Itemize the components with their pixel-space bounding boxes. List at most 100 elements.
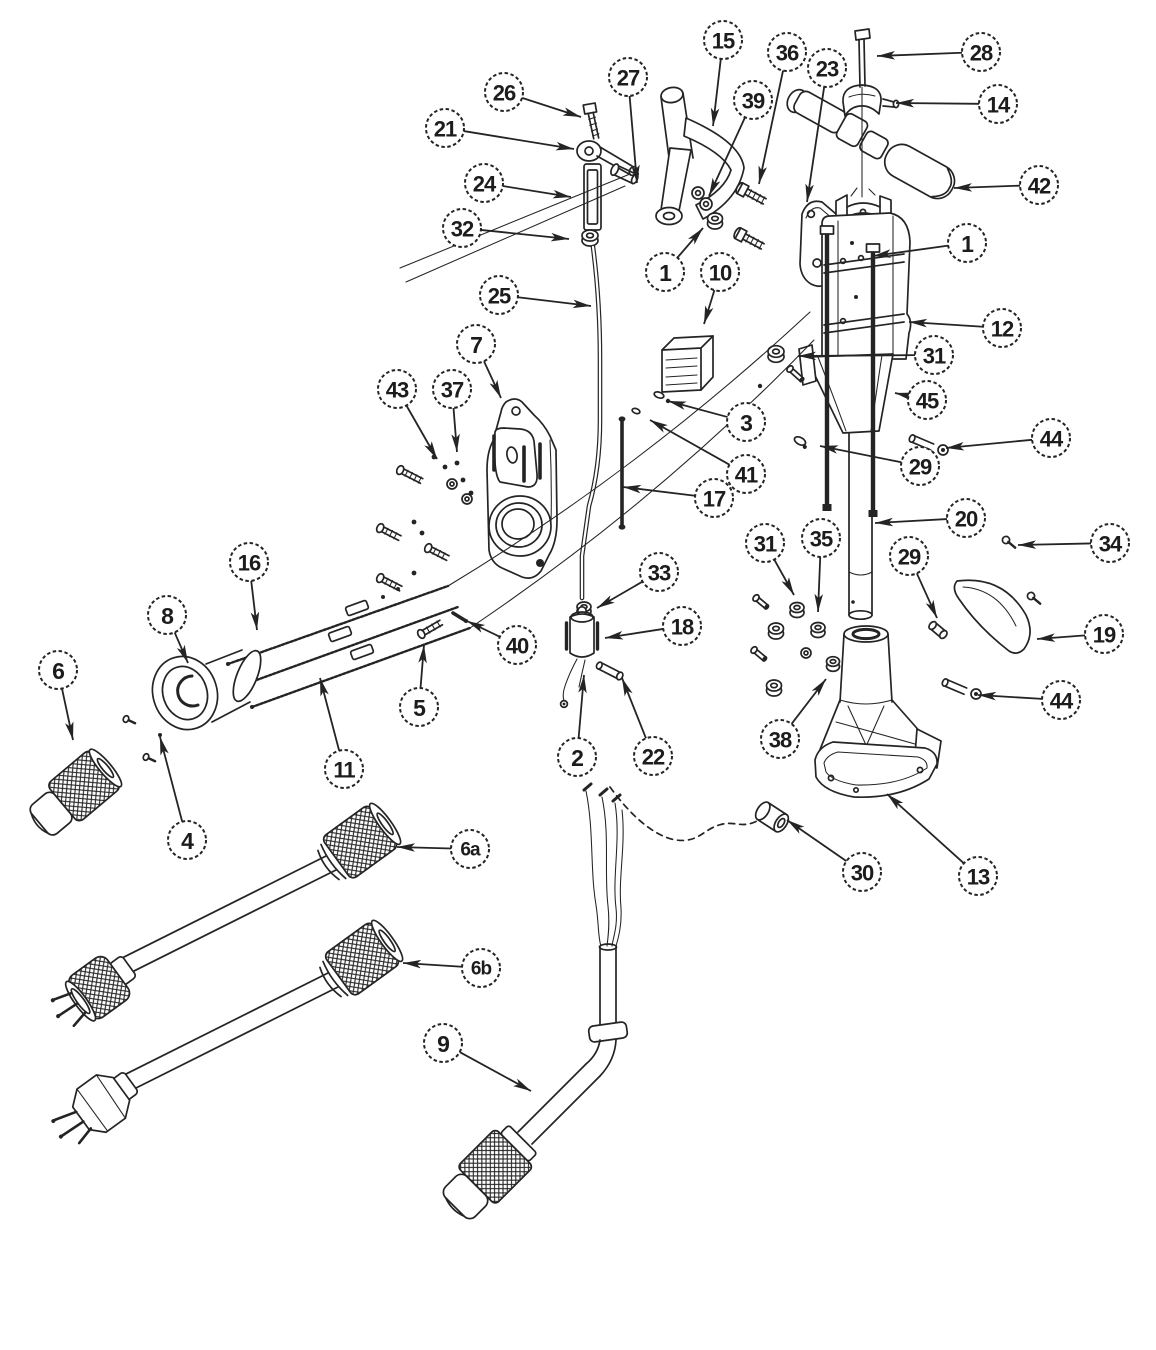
callout-balloon-45 xyxy=(907,380,947,420)
callout-leader-1 xyxy=(872,244,949,258)
callout-number-28: 28 xyxy=(970,41,993,66)
part-lower-tube xyxy=(848,432,873,621)
part-bolt-28 xyxy=(854,28,871,198)
part-link-rod xyxy=(618,391,671,530)
callout-leader-15 xyxy=(710,58,722,127)
callout-balloon-27 xyxy=(608,57,648,97)
callout-balloon-15 xyxy=(703,20,743,60)
part-mast-column xyxy=(821,212,912,360)
part-base-housing xyxy=(814,625,942,799)
callout-balloon-28 xyxy=(961,32,1001,72)
callout-leader-6a xyxy=(396,843,452,852)
callout-number-24: 24 xyxy=(473,172,497,197)
part-mount-bolts xyxy=(733,181,767,250)
callout-leader-19 xyxy=(1036,633,1086,642)
callout-leader-13 xyxy=(886,793,965,864)
callout-leader-36 xyxy=(758,70,784,185)
callout-balloon-12 xyxy=(982,308,1022,348)
callout-balloon-31 xyxy=(914,335,954,375)
callout-leader-34 xyxy=(1017,540,1092,549)
callout-balloon-11 xyxy=(324,749,364,789)
callout-number-37: 37 xyxy=(441,378,464,403)
callout-leader-24 xyxy=(502,185,572,199)
callout-balloon-13 xyxy=(958,856,998,896)
callout-balloon-1 xyxy=(947,223,987,263)
callout-leader-44 xyxy=(977,691,1043,701)
callout-number-34: 34 xyxy=(1099,532,1123,557)
callout-number-6b: 6b xyxy=(471,959,492,980)
callout-number-22: 22 xyxy=(642,745,665,770)
callout-number-32: 32 xyxy=(451,217,474,242)
callout-leader-7 xyxy=(483,360,502,399)
callout-leader-20 xyxy=(874,517,948,527)
callout-balloon-7 xyxy=(456,324,496,364)
callout-balloon-26 xyxy=(484,72,524,112)
callout-leader-9 xyxy=(459,1051,532,1092)
part-cable-assembly xyxy=(442,782,629,1220)
callout-balloon-6 xyxy=(38,650,78,690)
callout-leader-21 xyxy=(463,130,575,151)
callout-balloon-8 xyxy=(147,595,187,635)
callout-leader-5 xyxy=(418,644,427,689)
callout-number-14: 14 xyxy=(987,93,1011,118)
callout-balloon-37 xyxy=(432,369,472,409)
part-bushing xyxy=(754,801,790,833)
callout-leader-30 xyxy=(786,819,847,862)
callout-number-3: 3 xyxy=(740,410,752,436)
callout-leader-26 xyxy=(521,97,582,118)
callout-leader-45 xyxy=(894,392,914,402)
callout-balloon-31 xyxy=(745,523,785,563)
callout-leader-41 xyxy=(649,419,730,466)
part-actuator-rod xyxy=(576,102,639,601)
callout-number-35: 35 xyxy=(810,527,833,552)
callout-number-30: 30 xyxy=(851,861,874,886)
callout-number-33: 33 xyxy=(648,561,671,586)
part-connector-6 xyxy=(29,748,123,836)
callout-leader-40 xyxy=(466,620,501,638)
callout-balloon-14 xyxy=(978,84,1018,124)
callout-leader-6 xyxy=(61,688,74,741)
callout-number-27: 27 xyxy=(617,66,640,91)
callout-balloon-19 xyxy=(1084,614,1124,654)
callout-balloon-21 xyxy=(425,108,465,148)
part-screws-34 xyxy=(1001,535,1042,605)
callout-balloon-22 xyxy=(633,736,673,776)
callout-leader-39 xyxy=(708,116,746,197)
part-control-box xyxy=(661,335,714,393)
callout-leader-14 xyxy=(895,98,980,108)
callout-balloon-35 xyxy=(801,518,841,558)
callout-balloon-34 xyxy=(1090,523,1130,563)
callout-balloon-36 xyxy=(767,32,807,72)
callout-leader-43 xyxy=(405,405,438,460)
callout-leader-35 xyxy=(814,556,824,613)
callout-balloon-3 xyxy=(726,402,766,442)
callout-number-9: 9 xyxy=(437,1031,449,1057)
callout-balloon-39 xyxy=(733,80,773,120)
callout-leader-28 xyxy=(876,51,963,60)
callout-leader-32 xyxy=(480,229,570,242)
part-upper-hardware xyxy=(757,344,807,449)
callout-number-39: 39 xyxy=(742,89,765,114)
callout-leader-22 xyxy=(621,677,647,739)
callout-leader-11 xyxy=(319,677,341,751)
callout-number-1: 1 xyxy=(961,231,974,257)
callout-leader-37 xyxy=(451,407,460,453)
callout-leader-17 xyxy=(622,484,696,497)
callout-balloon-20 xyxy=(946,498,986,538)
callout-leader-18 xyxy=(604,628,664,640)
callout-leader-2 xyxy=(577,674,587,739)
callout-leader-10 xyxy=(703,289,716,325)
callout-number-40: 40 xyxy=(506,634,529,659)
callout-number-6a: 6a xyxy=(460,840,481,861)
part-lever-handle xyxy=(655,86,745,226)
callout-number-2: 2 xyxy=(571,745,583,771)
callout-leader-29 xyxy=(819,445,902,464)
part-long-bolts xyxy=(819,225,881,517)
callout-number-31: 31 xyxy=(754,532,777,557)
callout-balloon-4 xyxy=(167,820,207,860)
callout-balloon-32 xyxy=(442,208,482,248)
callout-leader-12 xyxy=(908,318,984,328)
callout-number-11: 11 xyxy=(333,758,355,783)
